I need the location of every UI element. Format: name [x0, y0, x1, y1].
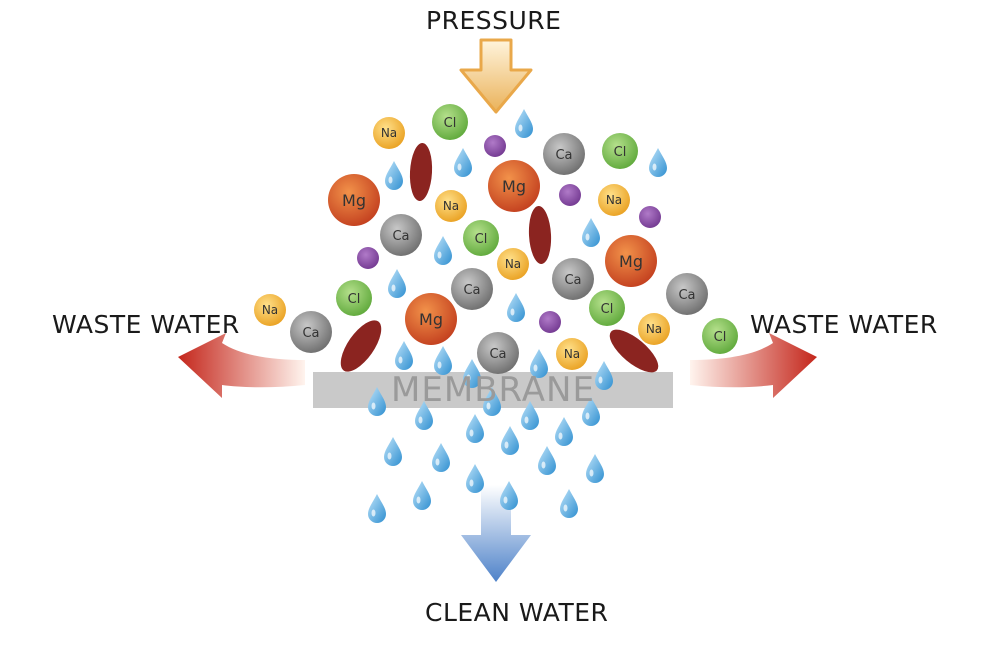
bacteria	[528, 206, 552, 264]
ca-label: Ca	[555, 148, 572, 163]
water-drop	[432, 443, 450, 472]
bacteria-group	[340, 143, 659, 373]
water-drop	[413, 481, 431, 510]
cl-ion	[432, 104, 468, 140]
ca-label: Ca	[302, 326, 319, 341]
ca-ions	[290, 133, 708, 374]
na-ion	[435, 190, 467, 222]
na-label: Na	[381, 126, 397, 140]
waste-arrow-right	[690, 333, 817, 398]
na-ions	[254, 117, 670, 370]
ca-ion	[451, 268, 493, 310]
clean-water-arrow	[461, 485, 531, 582]
water-drop	[384, 437, 402, 466]
water-drop	[466, 464, 484, 493]
na-label: Na	[646, 322, 662, 336]
na-ion	[373, 117, 405, 149]
water-drop	[395, 341, 413, 370]
ca-ion	[552, 258, 594, 300]
mg-label: Mg	[619, 252, 643, 271]
waste-arrow-left	[178, 333, 305, 398]
mg-label: Mg	[342, 191, 366, 210]
cl-ion	[589, 290, 625, 326]
cl-ion	[602, 133, 638, 169]
cl-label: Cl	[348, 292, 361, 307]
ca-ion	[666, 273, 708, 315]
bacteria	[409, 143, 433, 201]
ion-labels: Na Na Na Na Na Na Na Cl Cl Cl Cl Cl Cl C…	[262, 116, 727, 362]
water-drop	[515, 109, 533, 138]
purple-particle	[559, 184, 581, 206]
waste-water-left-label: WASTE WATER	[52, 310, 240, 339]
purple-particles	[357, 135, 661, 333]
na-label: Na	[443, 199, 459, 213]
na-ion	[254, 294, 286, 326]
na-ion	[497, 248, 529, 280]
ca-label: Ca	[678, 288, 695, 303]
na-label: Na	[564, 347, 580, 361]
water-drop	[582, 218, 600, 247]
purple-particle	[539, 311, 561, 333]
na-label: Na	[505, 257, 521, 271]
purple-particle	[484, 135, 506, 157]
cl-ion	[702, 318, 738, 354]
water-drop	[434, 236, 452, 265]
ca-label: Ca	[564, 273, 581, 288]
water-drop	[560, 489, 578, 518]
ca-ion	[543, 133, 585, 175]
pressure-label: PRESSURE	[426, 6, 562, 35]
na-ion	[638, 313, 670, 345]
cl-label: Cl	[614, 145, 627, 160]
mg-label: Mg	[419, 310, 443, 329]
cl-ion	[463, 220, 499, 256]
ca-label: Ca	[489, 347, 506, 362]
water-drop	[507, 293, 525, 322]
cl-label: Cl	[714, 330, 727, 345]
water-drop	[649, 148, 667, 177]
clean-water-label: CLEAN WATER	[425, 598, 609, 627]
cl-ions	[336, 104, 738, 354]
mg-ion	[488, 160, 540, 212]
cl-label: Cl	[601, 302, 614, 317]
bacteria	[340, 320, 382, 372]
purple-particle	[357, 247, 379, 269]
na-ion	[598, 184, 630, 216]
cl-label: Cl	[475, 232, 488, 247]
water-drop	[538, 446, 556, 475]
water-drop	[385, 161, 403, 190]
cl-label: Cl	[444, 116, 457, 131]
mg-ions	[328, 160, 657, 345]
water-drop	[586, 454, 604, 483]
mg-ion	[328, 174, 380, 226]
ca-ion	[290, 311, 332, 353]
na-label: Na	[262, 303, 278, 317]
pressure-arrow	[459, 38, 533, 114]
mg-label: Mg	[502, 177, 526, 196]
water-drop	[501, 426, 519, 455]
water-drop	[466, 414, 484, 443]
water-drop	[555, 417, 573, 446]
water-drop	[368, 494, 386, 523]
water-drop	[454, 148, 472, 177]
mg-ion	[405, 293, 457, 345]
water-drop	[388, 269, 406, 298]
ca-ion	[380, 214, 422, 256]
ca-label: Ca	[392, 229, 409, 244]
ca-label: Ca	[463, 283, 480, 298]
na-ion	[556, 338, 588, 370]
waste-water-right-label: WASTE WATER	[750, 310, 938, 339]
na-label: Na	[606, 193, 622, 207]
mg-ion	[605, 235, 657, 287]
cl-ion	[336, 280, 372, 316]
bacteria	[609, 329, 659, 373]
membrane-label: MEMBRANE	[391, 370, 595, 410]
purple-particle	[639, 206, 661, 228]
ca-ion	[477, 332, 519, 374]
